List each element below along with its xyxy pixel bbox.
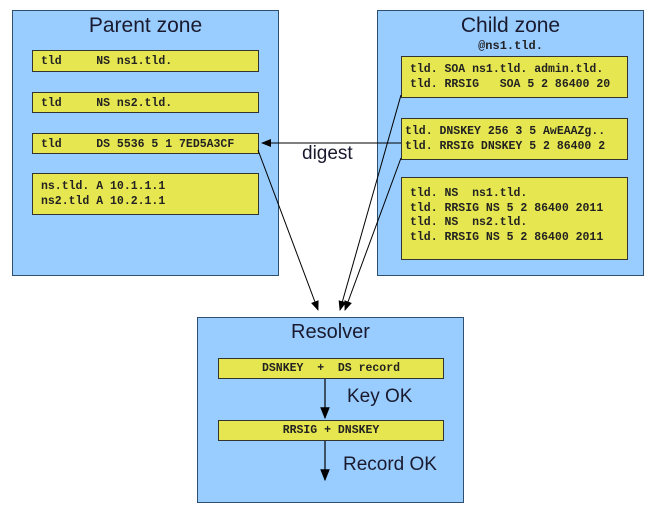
parent-zone-title: Parent zone bbox=[88, 14, 203, 37]
record-line: tld. RRSIG NS 5 2 86400 2011 bbox=[410, 230, 604, 244]
record-line: tld. DNSKEY 256 3 5 AwEAAZg.. bbox=[405, 125, 606, 138]
digest-label: digest bbox=[302, 143, 353, 164]
dnskey-to-resolver-arrow bbox=[344, 157, 402, 311]
child-record-dnskey: tld. DNSKEY 256 3 5 AwEAAZg.. tld. RRSIG … bbox=[401, 118, 628, 160]
ds-to-resolver-arrow bbox=[257, 149, 319, 311]
record-line: ns.tld. A 10.1.1.1 bbox=[41, 180, 166, 193]
record-line: tld. NS ns2.tld. bbox=[410, 216, 528, 229]
resolver-title: Resolver bbox=[291, 321, 370, 343]
soa-to-resolver-arrow bbox=[338, 94, 402, 311]
record-ok-label: Record OK bbox=[343, 454, 437, 475]
record-line: tld. NS ns1.tld. bbox=[410, 187, 528, 200]
record-line: tld. SOA ns1.tld. admin.tld. bbox=[410, 63, 604, 76]
resolver-box: Resolver bbox=[197, 317, 464, 503]
child-record-soa: tld. SOA ns1.tld. admin.tld. tld. RRSIG S… bbox=[401, 56, 628, 98]
record-line: tld DS 5536 5 1 7ED5A3CF bbox=[41, 138, 235, 151]
parent-record-glue: ns.tld. A 10.1.1.1 ns2.tld A 10.2.1.1 bbox=[32, 173, 259, 215]
parent-record-ds: tld DS 5536 5 1 7ED5A3CF bbox=[32, 133, 259, 154]
parent-record-ns1: tld NS ns1.tld. bbox=[32, 50, 259, 72]
record-line: tld. RRSIG NS 5 2 86400 2011 bbox=[410, 201, 604, 215]
record-line: tld NS ns2.tld. bbox=[41, 97, 173, 110]
record-line: tld NS ns1.tld. bbox=[41, 55, 173, 68]
resolver-step-sig-check: RRSIG + DNSKEY bbox=[218, 420, 444, 441]
child-zone-server: @ns1.tld. bbox=[478, 39, 543, 53]
child-record-ns: tld. NS ns1.tld.tld. RRSIG NS 5 2 86400 … bbox=[401, 177, 628, 260]
key-ok-label: Key OK bbox=[347, 386, 413, 407]
record-line: tld. RRSIG DNSKEY 5 2 86400 2 bbox=[405, 140, 606, 153]
resolver-step-key-check: DSNKEY + DS record bbox=[218, 358, 444, 379]
child-zone-title: Child zone bbox=[460, 14, 561, 37]
record-line: ns2.tld A 10.2.1.1 bbox=[41, 195, 166, 208]
record-line: tld. RRSIG SOA 5 2 86400 20 bbox=[410, 78, 611, 91]
parent-record-ns2: tld NS ns2.tld. bbox=[32, 92, 259, 113]
